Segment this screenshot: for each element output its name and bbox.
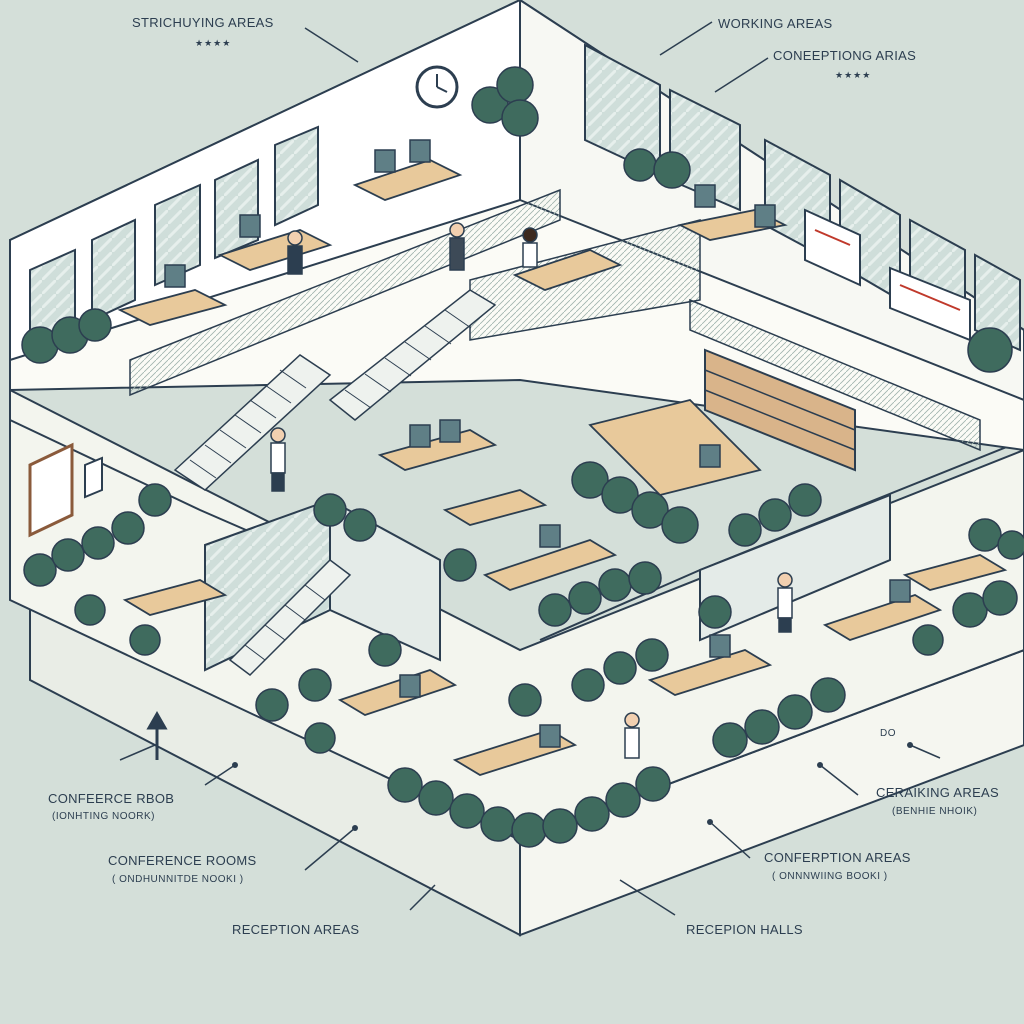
label-conferption-areas: CONFERPTION AREAS [764, 850, 911, 865]
label-conference-rooms-sub: ( ONDHUNNITDE NOOKI ) [112, 874, 244, 885]
label-ceraiking-areas: CERAIKING AREAS [876, 785, 999, 800]
leader-dots [232, 742, 913, 831]
label-studying-areas: STRICHUYING AREAS [132, 15, 274, 30]
windows-left [29, 125, 319, 352]
label-marker: DO [880, 728, 896, 739]
desks [117, 159, 1008, 776]
label-conference-rbob-sub: (IONHTING NOORK) [52, 811, 155, 822]
plants [21, 66, 1024, 848]
label-conferption-areas-sub: ( ONNNWIING BOOKI ) [772, 871, 888, 882]
label-conference-rbob: CONFEERCE RBOB [48, 791, 175, 806]
leader-lines [119, 21, 941, 916]
label-reception-areas: RECEPTION AREAS [232, 922, 360, 937]
wall-frame [28, 442, 103, 538]
label-conference-rooms: CONFERENCE ROOMS [108, 853, 257, 868]
label-ceraiking-areas-sub: (BENHIE NHOIK) [892, 806, 978, 817]
bookshelf [704, 348, 856, 472]
label-reception-halls: RECEPION HALLS [686, 922, 803, 937]
stars-decoration: ★★★★ [195, 38, 232, 48]
label-working-areas: WORKING AREAS [718, 16, 833, 31]
stair-steps [189, 309, 472, 661]
people [270, 222, 793, 759]
up-arrow-icon [146, 710, 168, 760]
stars-decoration-2: ★★★★ [835, 70, 872, 80]
staircase [173, 289, 497, 676]
clock-icon [415, 65, 459, 109]
label-conception-arias: CONEEPTIONG ARIAS [773, 48, 917, 63]
monitors [164, 139, 911, 748]
